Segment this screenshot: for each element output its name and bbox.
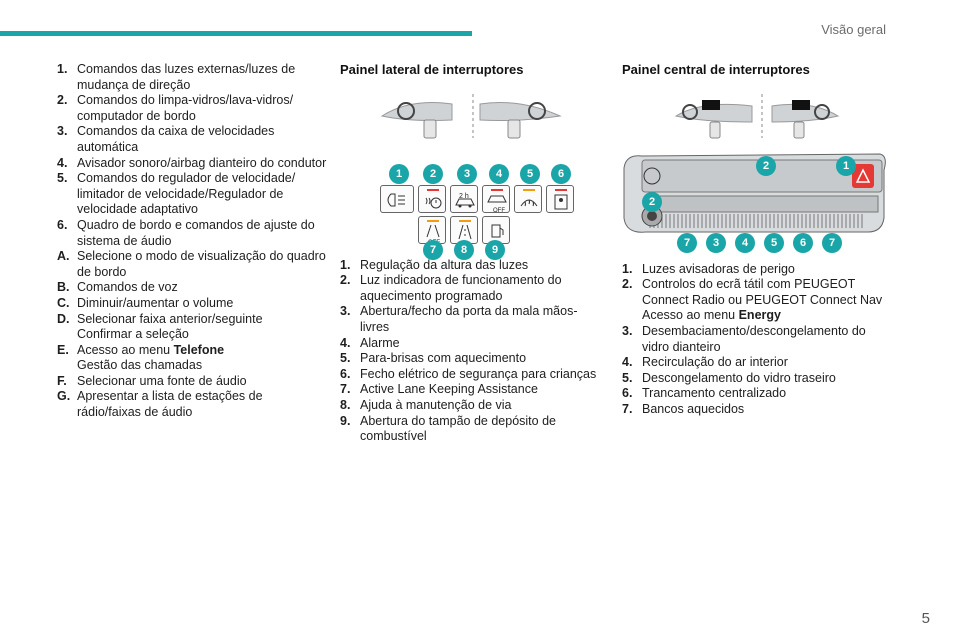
callout-badge: 9 [485, 239, 505, 260]
central-panel-figure: 2 1 2 7 3 4 5 6 7 [622, 88, 892, 253]
list-item: 2.Comandos do limpa-vidros/lava-vidros/ … [57, 93, 294, 123]
list-item: 1.Regulação da altura das luzes [340, 257, 529, 272]
list-item: 3.Comandos da caixa de velocidades autom… [57, 124, 275, 154]
callout-badge: 1 [836, 155, 856, 176]
front-defrost-button[interactable] [706, 196, 726, 210]
list-item: 4.Alarme [340, 335, 400, 350]
list-item: 6.Fecho elétrico de segurança para crian… [340, 366, 597, 381]
air-recirculation-button[interactable] [734, 196, 754, 210]
column-main-controls: 1.Comandos das luzes externas/luzes de m… [57, 62, 329, 421]
list-item: 6.Quadro de bordo e comandos de ajuste d… [57, 217, 315, 248]
callout-badge: 7 [822, 232, 842, 253]
dashboard-overview-icon [380, 93, 562, 139]
callout-badge: 2 [423, 163, 443, 184]
lane-assist-icon [426, 224, 440, 237]
central-panel-list: 1.Luzes avisadoras de perigo 2.Controlos… [622, 262, 892, 418]
callout-badge: 2 [642, 191, 662, 212]
callout-badge: 5 [520, 163, 540, 184]
touchscreen-music-button[interactable] [666, 162, 688, 190]
list-item: 7.Active Lane Keeping Assistance [340, 382, 538, 397]
callout-badge: 1 [389, 163, 409, 184]
fuel-flap-button[interactable] [482, 215, 510, 244]
list-item: G.Apresentar a lista de estações de rádi… [57, 389, 263, 420]
rear-defrost-button[interactable] [762, 196, 782, 210]
fuel-icon [491, 224, 504, 238]
list-item: 1.Luzes avisadoras de perigo [622, 261, 795, 276]
active-lane-keeping-button[interactable]: OFF [418, 215, 446, 246]
heated-seat-right-button[interactable] [822, 196, 842, 210]
callout-badge: 4 [735, 232, 755, 253]
central-switch-panel [623, 153, 886, 233]
central-locking-button[interactable] [794, 196, 814, 210]
touchscreen-apps-button[interactable] [796, 162, 818, 190]
callout-badge: 8 [454, 239, 474, 260]
header-accent-bar [0, 31, 472, 36]
list-item: B.Comandos de voz [57, 280, 178, 295]
defrost-icon [520, 199, 538, 206]
dashboard-center-overview-icon [674, 93, 840, 139]
list-item: F.Selecionar uma fonte de áudio [57, 373, 247, 388]
touchscreen-fan-button[interactable] [692, 162, 714, 190]
list-item: 5.Comandos do regulador de velocidade/ l… [57, 171, 296, 217]
callout-badge: 3 [706, 232, 726, 253]
list-item: 7.Bancos aquecidos [622, 401, 745, 416]
column-side-panel: Painel lateral de interruptores 1 2 3 4 … [340, 62, 602, 445]
callout-badge: 5 [764, 232, 784, 253]
callout-badge: 4 [489, 163, 509, 184]
headlamp-height-button[interactable] [380, 184, 414, 213]
list-item: 2.Luz indicadora de funcionamento do aqu… [340, 273, 562, 303]
list-item: 1.Comandos das luzes externas/luzes de m… [57, 62, 296, 92]
callout-badge: 6 [551, 163, 571, 184]
headlamp-icon [387, 193, 405, 207]
callout-badge: 2 [756, 155, 776, 176]
touchscreen-climate-button[interactable] [718, 162, 740, 190]
lane-icon [458, 224, 472, 239]
list-item: 3.Desembaciamento/descongelamento do vid… [622, 323, 866, 354]
list-item: 5.Para-brisas com aquecimento [340, 351, 527, 366]
list-item: 3.Abertura/fecho da porta da mala mãos-l… [340, 304, 578, 334]
car-icon [455, 198, 475, 208]
callout-badge: 7 [677, 232, 697, 253]
heated-windscreen-button[interactable] [514, 184, 542, 213]
child-lock-icon [554, 194, 568, 210]
page-number: 5 [921, 610, 930, 627]
programmed-heating-button[interactable] [418, 184, 446, 213]
central-panel-heading: Painel central de interruptores [622, 62, 810, 77]
section-title: Visão geral [821, 22, 886, 37]
list-item: 4.Recirculação do ar interior [622, 355, 788, 370]
list-item: 9.Abertura do tampão de depósito de comb… [340, 413, 556, 444]
alarm-button[interactable]: OFF [482, 184, 510, 214]
callout-badge: 3 [457, 163, 477, 184]
list-item: 2.Controlos do ecrã tátil com PEUGEOT Co… [622, 277, 883, 323]
list-item: 6.Trancamento centralizado [622, 386, 787, 401]
list-item: 4.Avisador sonoro/airbag dianteiro do co… [57, 155, 327, 170]
side-panel-heading: Painel lateral de interruptores [340, 62, 524, 77]
list-item: C.Diminuir/aumentar o volume [57, 295, 234, 310]
child-lock-button[interactable] [546, 184, 574, 213]
callout-badge: 6 [793, 232, 813, 253]
list-item: A.Selecione o modo de visualização do qu… [57, 249, 326, 279]
heating-clock-icon [425, 197, 442, 209]
column-central-panel: Painel central de interruptores [622, 62, 892, 418]
list-item: 8.Ajuda à manutenção de via [340, 397, 512, 412]
callout-badge: 7 [423, 239, 443, 260]
lane-keeping-button[interactable] [450, 215, 478, 244]
tailgate-button[interactable]: 2 h [450, 184, 478, 213]
side-panel-list: 1.Regulação da altura das luzes 2.Luz in… [340, 258, 602, 445]
side-panel-figure: 1 2 3 4 5 6 2 h OFF [340, 88, 602, 260]
heated-seat-left-button[interactable] [674, 196, 694, 210]
list-item: 5.Descongelamento do vidro traseiro [622, 370, 836, 385]
alarm-car-icon [487, 195, 507, 203]
